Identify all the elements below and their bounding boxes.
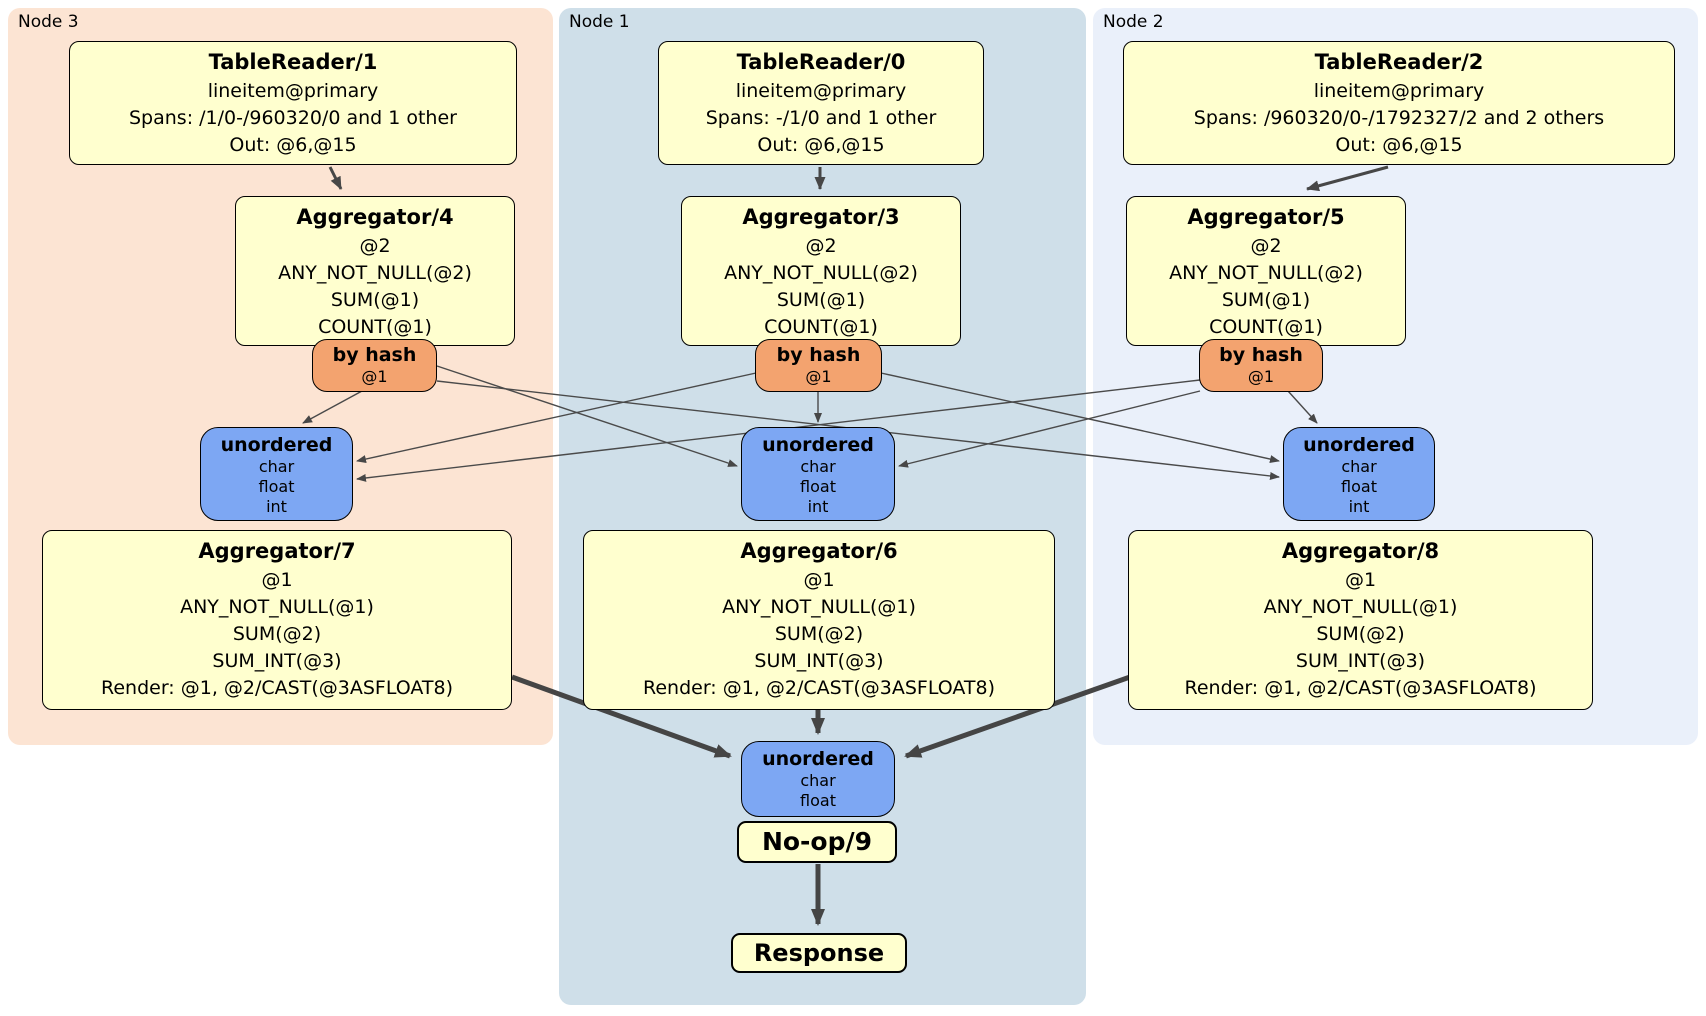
processor-line: ANY_NOT_NULL(@1): [180, 596, 374, 618]
node3-label: Node 3: [18, 12, 79, 32]
processor-title: TableReader/1: [208, 50, 378, 74]
router-detail: @1: [1247, 367, 1275, 386]
processor-line: COUNT(@1): [1209, 316, 1323, 338]
processor-line: COUNT(@1): [318, 316, 432, 338]
processor-line: Spans: -/1/0 and 1 other: [705, 107, 937, 129]
sync-unordered-6: unordered char float int: [741, 427, 895, 521]
sync-unordered-7: unordered char float int: [200, 427, 353, 521]
processor-tablereader-2: TableReader/2 lineitem@primary Spans: /9…: [1123, 41, 1675, 165]
processor-line: lineitem@primary: [207, 80, 379, 102]
processor-line: ANY_NOT_NULL(@2): [1169, 262, 1363, 284]
sync-item: int: [1348, 497, 1370, 516]
sync-item: char: [800, 457, 836, 476]
processor-line: @2: [359, 235, 391, 257]
sync-item: float: [1341, 477, 1377, 496]
processor-title: Response: [753, 939, 885, 967]
edge-agg8-sync9: [904, 674, 1131, 759]
processor-aggregator-5: Aggregator/5 @2 ANY_NOT_NULL(@2) SUM(@1)…: [1126, 196, 1406, 346]
processor-title: Aggregator/4: [296, 205, 454, 229]
processor-line: SUM(@2): [774, 623, 864, 645]
sync-label: unordered: [762, 434, 874, 456]
edge-tr2-agg5: [1306, 165, 1389, 192]
processor-line: @1: [1344, 569, 1377, 591]
processor-line: Render: @1, @2/CAST(@3ASFLOAT8): [101, 677, 453, 699]
processor-line: SUM_INT(@3): [212, 650, 342, 672]
processor-line: Spans: /1/0-/960320/0 and 1 other: [129, 107, 457, 129]
sync-label: unordered: [762, 748, 874, 770]
processor-noop-9: No-op/9: [737, 821, 897, 863]
processor-aggregator-6: Aggregator/6 @1 ANY_NOT_NULL(@1) SUM(@2)…: [583, 530, 1055, 710]
edge-hash3-sync7: [356, 372, 757, 463]
sync-item: char: [258, 457, 295, 476]
sync-label: unordered: [220, 434, 333, 456]
processor-line: Render: @1, @2/CAST(@3ASFLOAT8): [1184, 677, 1537, 699]
processor-line: ANY_NOT_NULL(@2): [278, 262, 472, 284]
router-label: by hash: [332, 344, 417, 366]
sync-unordered-8: unordered char float int: [1283, 427, 1435, 521]
processor-aggregator-3: Aggregator/3 @2 ANY_NOT_NULL(@2) SUM(@1)…: [681, 196, 961, 346]
processor-line: SUM_INT(@3): [754, 650, 884, 672]
sync-item: char: [1341, 457, 1377, 476]
processor-title: No-op/9: [761, 827, 873, 856]
sync-item: int: [807, 497, 829, 516]
processor-title: Aggregator/6: [740, 539, 898, 563]
processor-line: Out: @6,@15: [757, 134, 885, 156]
processor-line: ANY_NOT_NULL(@1): [1263, 596, 1458, 618]
processor-line: SUM(@2): [1316, 623, 1405, 645]
processor-title: Aggregator/8: [1281, 539, 1440, 563]
processor-line: @1: [803, 569, 835, 591]
processor-tablereader-1: TableReader/1 lineitem@primary Spans: /1…: [69, 41, 517, 165]
router-label: by hash: [1219, 344, 1303, 366]
processor-line: @2: [805, 235, 837, 257]
processor-aggregator-8: Aggregator/8 @1 ANY_NOT_NULL(@1) SUM(@2)…: [1128, 530, 1593, 710]
processor-line: lineitem@primary: [1313, 80, 1485, 102]
processor-line: SUM(@2): [232, 623, 322, 645]
processor-line: SUM(@1): [776, 289, 866, 311]
processor-response: Response: [731, 933, 907, 973]
sync-item: int: [266, 497, 287, 516]
router-by-hash-4: by hash @1: [312, 339, 437, 392]
sync-item: float: [258, 477, 295, 496]
edge-tr1-agg4: [328, 166, 343, 190]
processor-line: SUM(@1): [1221, 289, 1311, 311]
router-detail: @1: [805, 367, 832, 386]
processor-title: Aggregator/3: [742, 205, 900, 229]
router-by-hash-3: by hash @1: [755, 339, 882, 392]
processor-title: TableReader/0: [736, 50, 906, 74]
processor-line: Spans: /960320/0-/1792327/2 and 2 others: [1193, 107, 1605, 129]
processor-line: @1: [261, 569, 293, 591]
sync-item: float: [800, 791, 836, 810]
edge-hash5-sync8: [1287, 390, 1318, 424]
processor-title: Aggregator/7: [198, 539, 356, 563]
router-by-hash-5: by hash @1: [1199, 339, 1323, 392]
processor-aggregator-7: Aggregator/7 @1 ANY_NOT_NULL(@1) SUM(@2)…: [42, 530, 512, 710]
sync-item: char: [800, 771, 836, 790]
node1-label: Node 1: [569, 12, 630, 32]
sync-label: unordered: [1303, 434, 1415, 456]
sync-item: float: [800, 477, 836, 496]
processor-aggregator-4: Aggregator/4 @2 ANY_NOT_NULL(@2) SUM(@1)…: [235, 196, 515, 346]
node2-label: Node 2: [1103, 12, 1164, 32]
edge-agg7-sync9: [511, 674, 732, 759]
edge-hash3-sync8: [880, 372, 1280, 463]
processor-title: TableReader/2: [1314, 50, 1484, 74]
processor-line: Out: @6,@15: [1335, 134, 1463, 156]
processor-line: SUM(@1): [330, 289, 420, 311]
router-label: by hash: [776, 344, 861, 366]
router-detail: @1: [361, 367, 388, 386]
processor-line: Out: @6,@15: [229, 134, 357, 156]
processor-line: @2: [1250, 235, 1282, 257]
edge-hash4-sync7: [302, 390, 363, 424]
processor-line: COUNT(@1): [764, 316, 878, 338]
processor-line: Render: @1, @2/CAST(@3ASFLOAT8): [643, 677, 995, 699]
edge-hash4-sync6: [436, 365, 738, 467]
processor-tablereader-0: TableReader/0 lineitem@primary Spans: -/…: [658, 41, 984, 165]
processor-line: SUM_INT(@3): [1295, 650, 1426, 672]
processor-title: Aggregator/5: [1187, 205, 1345, 229]
edge-hash5-sync6: [898, 390, 1201, 468]
processor-line: lineitem@primary: [735, 80, 907, 102]
sync-unordered-9: unordered char float: [741, 741, 895, 817]
processor-line: ANY_NOT_NULL(@1): [722, 596, 916, 618]
processor-line: ANY_NOT_NULL(@2): [724, 262, 918, 284]
